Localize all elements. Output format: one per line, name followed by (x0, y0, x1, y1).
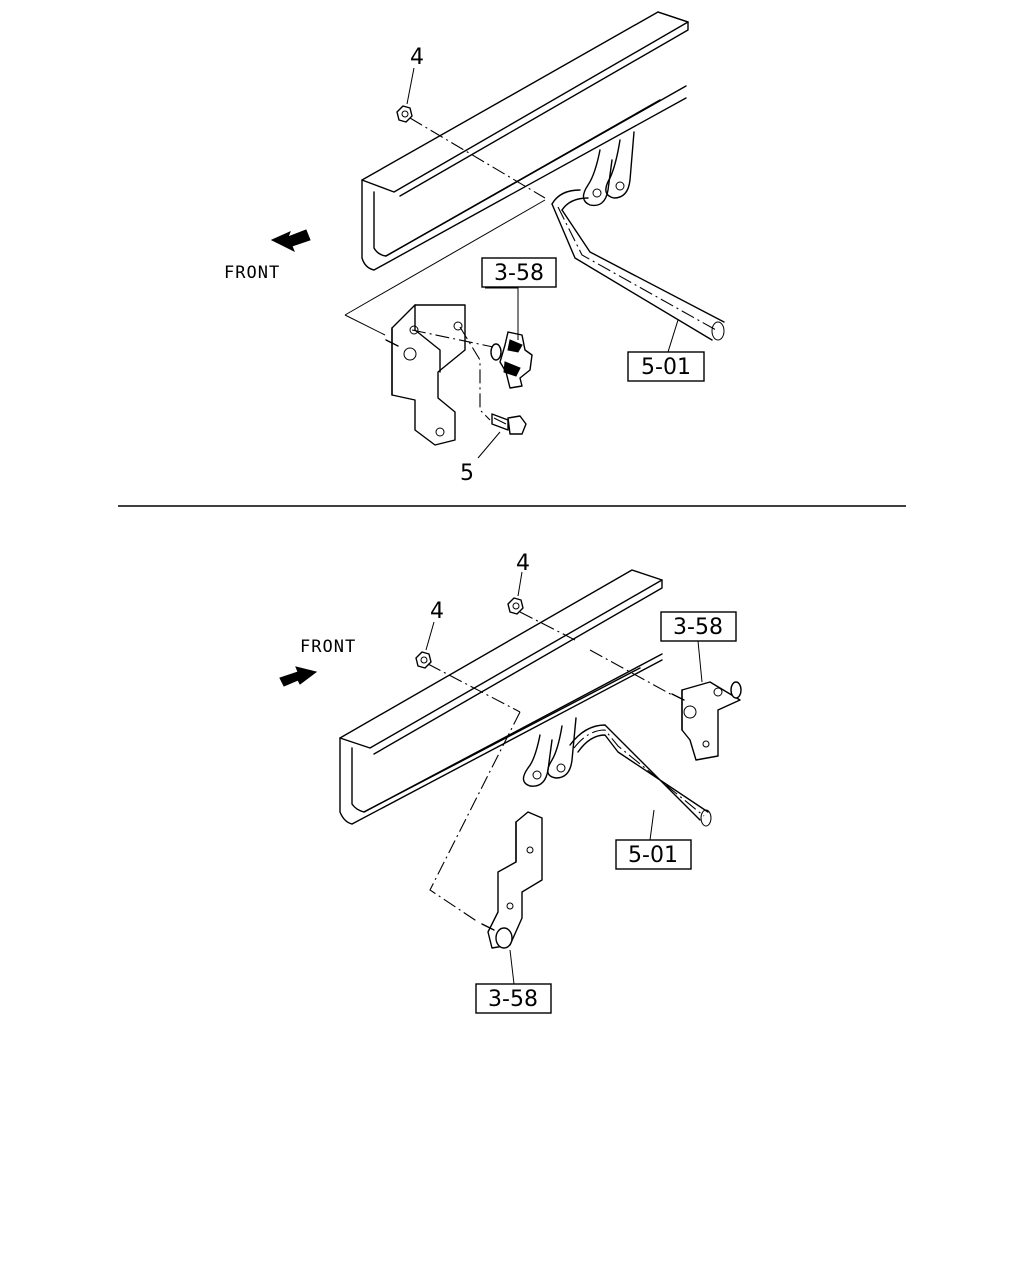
diagram-top: 4 5 (224, 11, 725, 486)
stabilizer-bar (551, 131, 725, 341)
bolt-callout: 5 (460, 461, 474, 486)
stabilizer-bar-bottom (522, 717, 712, 827)
nut-callout-right: 4 (516, 551, 530, 576)
stabilizer-ref-label: 5-01 (641, 355, 691, 380)
ref-box-stabilizer-top: 5-01 (627, 319, 705, 382)
nut-bottom-left: 4 (415, 599, 521, 713)
arrow-left-icon (270, 229, 311, 253)
bracket-ref-lower-label: 3-58 (488, 987, 538, 1012)
front-indicator-bottom: FRONT (279, 637, 356, 687)
bracket-lower: 3-58 (429, 711, 552, 1014)
bracket-ref-right-label: 3-58 (673, 615, 723, 640)
arrow-right-icon (279, 666, 318, 687)
front-indicator-top: FRONT (224, 229, 311, 283)
bracket-right: 3-58 (589, 611, 742, 761)
nut-top: 4 (396, 45, 546, 199)
stabilizer-ref-bottom-label: 5-01 (628, 843, 678, 868)
frame-rail (361, 11, 689, 271)
bracket-assembly: 5 (344, 199, 546, 486)
front-label: FRONT (224, 263, 280, 283)
ref-box-stabilizer-bottom: 5-01 (615, 809, 692, 870)
nut-callout: 4 (410, 45, 424, 70)
nut-callout-left: 4 (430, 599, 444, 624)
nut-bottom-right: 4 (507, 551, 576, 641)
diagram-bottom: 4 4 3-58 (279, 551, 742, 1014)
frame-rail-bottom (339, 569, 663, 825)
ref-box-bracket-top: 3-58 (481, 257, 557, 288)
bracket-ref-label: 3-58 (494, 261, 544, 286)
front-label-bottom: FRONT (300, 637, 356, 657)
